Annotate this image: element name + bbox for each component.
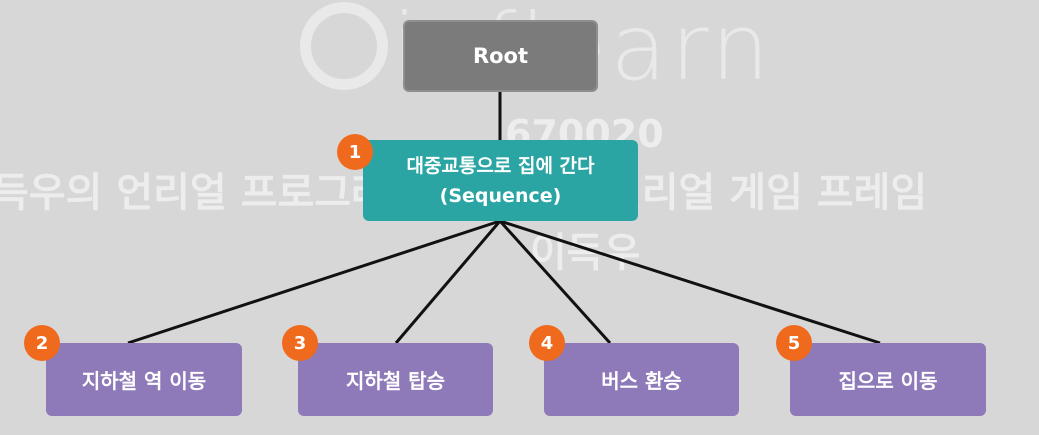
- link-sequence-child-5: [499, 219, 881, 345]
- root-node-label: Root: [472, 44, 529, 68]
- step-badge-1: 1: [337, 134, 373, 170]
- step-badge-3: 3: [282, 325, 318, 361]
- link-sequence-child-4: [498, 219, 612, 345]
- step-badge-4: 4: [529, 325, 565, 361]
- sequence-node-label-line2: (Sequence): [439, 184, 562, 207]
- leaf-node-board-subway: 지하철 탑승: [298, 343, 493, 416]
- leaf-node-bus-transfer: 버스 환승: [544, 343, 739, 416]
- leaf-node-label: 지하철 역 이동: [81, 369, 207, 393]
- link-sequence-child-3: [394, 220, 502, 344]
- sequence-node-label-line1: 대중교통으로 집에 간다: [406, 154, 595, 177]
- leaf-node-subway-station: 지하철 역 이동: [46, 343, 242, 416]
- leaf-node-label: 집으로 이동: [838, 369, 938, 393]
- step-badge-5: 5: [776, 325, 812, 361]
- step-badge-2: 2: [24, 325, 60, 361]
- leaf-node-go-home: 집으로 이동: [790, 343, 986, 416]
- leaf-node-label: 지하철 탑승: [346, 369, 445, 393]
- link-sequence-child-2: [127, 219, 501, 345]
- leaf-node-label: 버스 환승: [601, 369, 682, 393]
- sequence-node: 대중교통으로 집에 간다 (Sequence): [363, 140, 638, 221]
- root-node: Root: [403, 20, 598, 92]
- inflearn-logo-icon: [300, 2, 388, 90]
